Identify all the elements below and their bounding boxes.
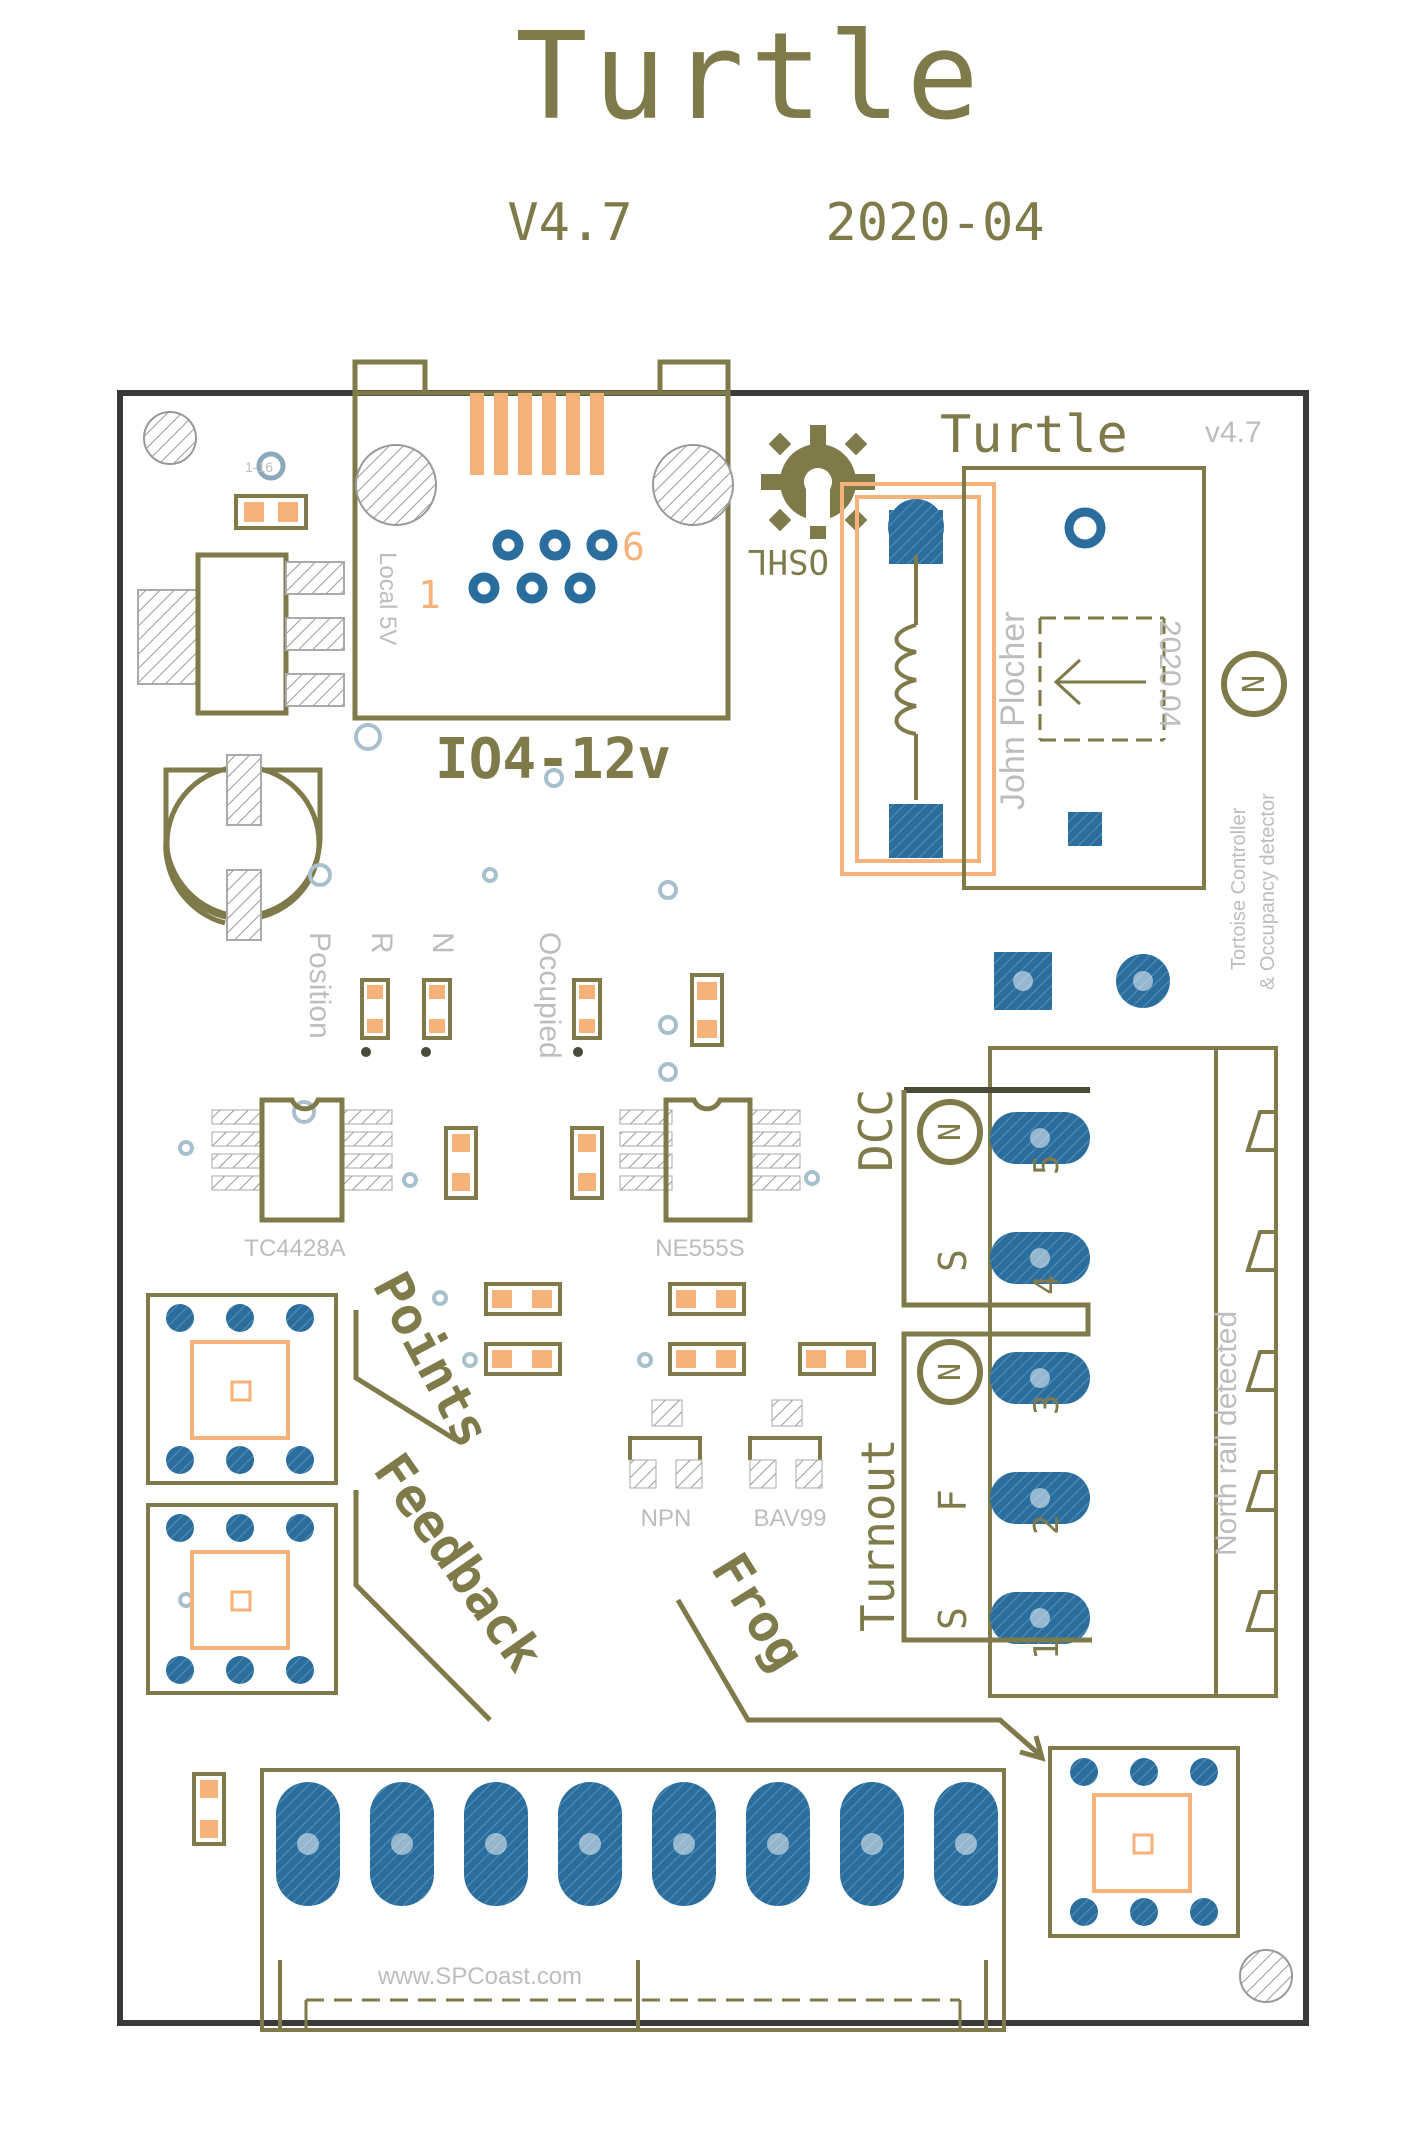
oshw-gear-logo — [761, 425, 875, 539]
title: Turtle — [515, 8, 984, 147]
board-name: Turtle — [940, 405, 1128, 465]
ic-tc4428a — [211, 1097, 393, 1223]
bav-label: BAV99 — [754, 1505, 827, 1532]
npn-transistor — [628, 1399, 703, 1489]
website-label: www.SPCoast.com — [377, 1963, 582, 1990]
terminal-block-right — [901, 1046, 1278, 1698]
s-label-1: S — [931, 1249, 975, 1272]
ic1-label: TC4428A — [244, 1235, 345, 1262]
electrolytic-capacitor — [163, 754, 323, 941]
points-label: Points — [361, 1263, 502, 1457]
version-label: V4.7 — [507, 193, 632, 253]
points-module — [146, 1293, 338, 1485]
n-label: N — [426, 932, 459, 954]
mounting-hole-bottom-right — [1239, 1949, 1293, 2003]
north-letter-top: N — [1237, 675, 1272, 693]
feedback-label: Feedback — [361, 1443, 554, 1683]
oshl-label: OSHL — [747, 541, 829, 581]
mounting-hole-top-left — [143, 411, 197, 465]
bav99-diode — [748, 1399, 823, 1489]
led-row — [360, 973, 724, 1057]
terminal-block-bottom — [260, 1768, 1006, 2032]
position-label: Position — [303, 932, 336, 1039]
pin6-label: 6 — [622, 525, 645, 569]
ic-ne555s — [619, 1097, 801, 1223]
voltage-regulator — [137, 552, 345, 716]
north-symbol-top: N — [1221, 651, 1287, 717]
turnout-label: Turnout — [851, 1438, 905, 1632]
term-num-2: 2 — [1027, 1515, 1067, 1535]
desc-line-2: & Occupancy detector — [1257, 793, 1279, 990]
term-num-5: 5 — [1027, 1155, 1067, 1175]
pin1-label: 1 — [418, 573, 441, 617]
rj-pins — [468, 529, 618, 604]
term-num-3: 3 — [1027, 1395, 1067, 1415]
points-leader — [353, 1310, 458, 1443]
frog-label: Frog — [699, 1543, 816, 1681]
rj-copper-fingers — [470, 393, 604, 475]
smd-text-1: 1-16 — [245, 459, 273, 475]
date-label: 2020-04 — [825, 193, 1044, 253]
term-num-4: 4 — [1027, 1275, 1067, 1295]
s-label-2: S — [931, 1607, 975, 1630]
designer-date: 2020.04 — [1153, 620, 1186, 728]
feedback-leader — [353, 1490, 492, 1722]
dcc-label: DCC — [849, 1089, 903, 1172]
designer-label: John Plocher — [994, 612, 1032, 810]
smd-resistor-top-left — [234, 494, 308, 530]
term-num-1: 1 — [1027, 1640, 1067, 1660]
ic2-label: NE555S — [655, 1235, 744, 1262]
rj-connector: 6 1 Local 5V — [352, 359, 734, 721]
connector-label: IO4-12v — [435, 727, 671, 792]
npn-label: NPN — [641, 1505, 692, 1532]
north-rail-label: North rail detected — [1210, 1311, 1243, 1556]
frog-module — [1048, 1746, 1240, 1938]
occupied-label: Occupied — [533, 932, 566, 1059]
frog-leader — [675, 1598, 1042, 1757]
north-symbol-turnout: N — [917, 1339, 983, 1405]
north-letter-turnout: N — [933, 1363, 968, 1381]
r-label: R — [365, 932, 398, 954]
test-points — [178, 723, 820, 1608]
board-version: v4.7 — [1205, 416, 1262, 449]
local-5v-label: Local 5V — [374, 552, 401, 645]
feedback-module — [146, 1503, 338, 1695]
desc-line-1: Tortoise Controller — [1228, 807, 1250, 970]
north-symbol-dcc: N — [917, 1099, 983, 1165]
f-label: F — [931, 1489, 975, 1512]
smd-components — [192, 1126, 876, 1846]
relay — [840, 466, 1206, 890]
north-letter-dcc: N — [933, 1123, 968, 1141]
